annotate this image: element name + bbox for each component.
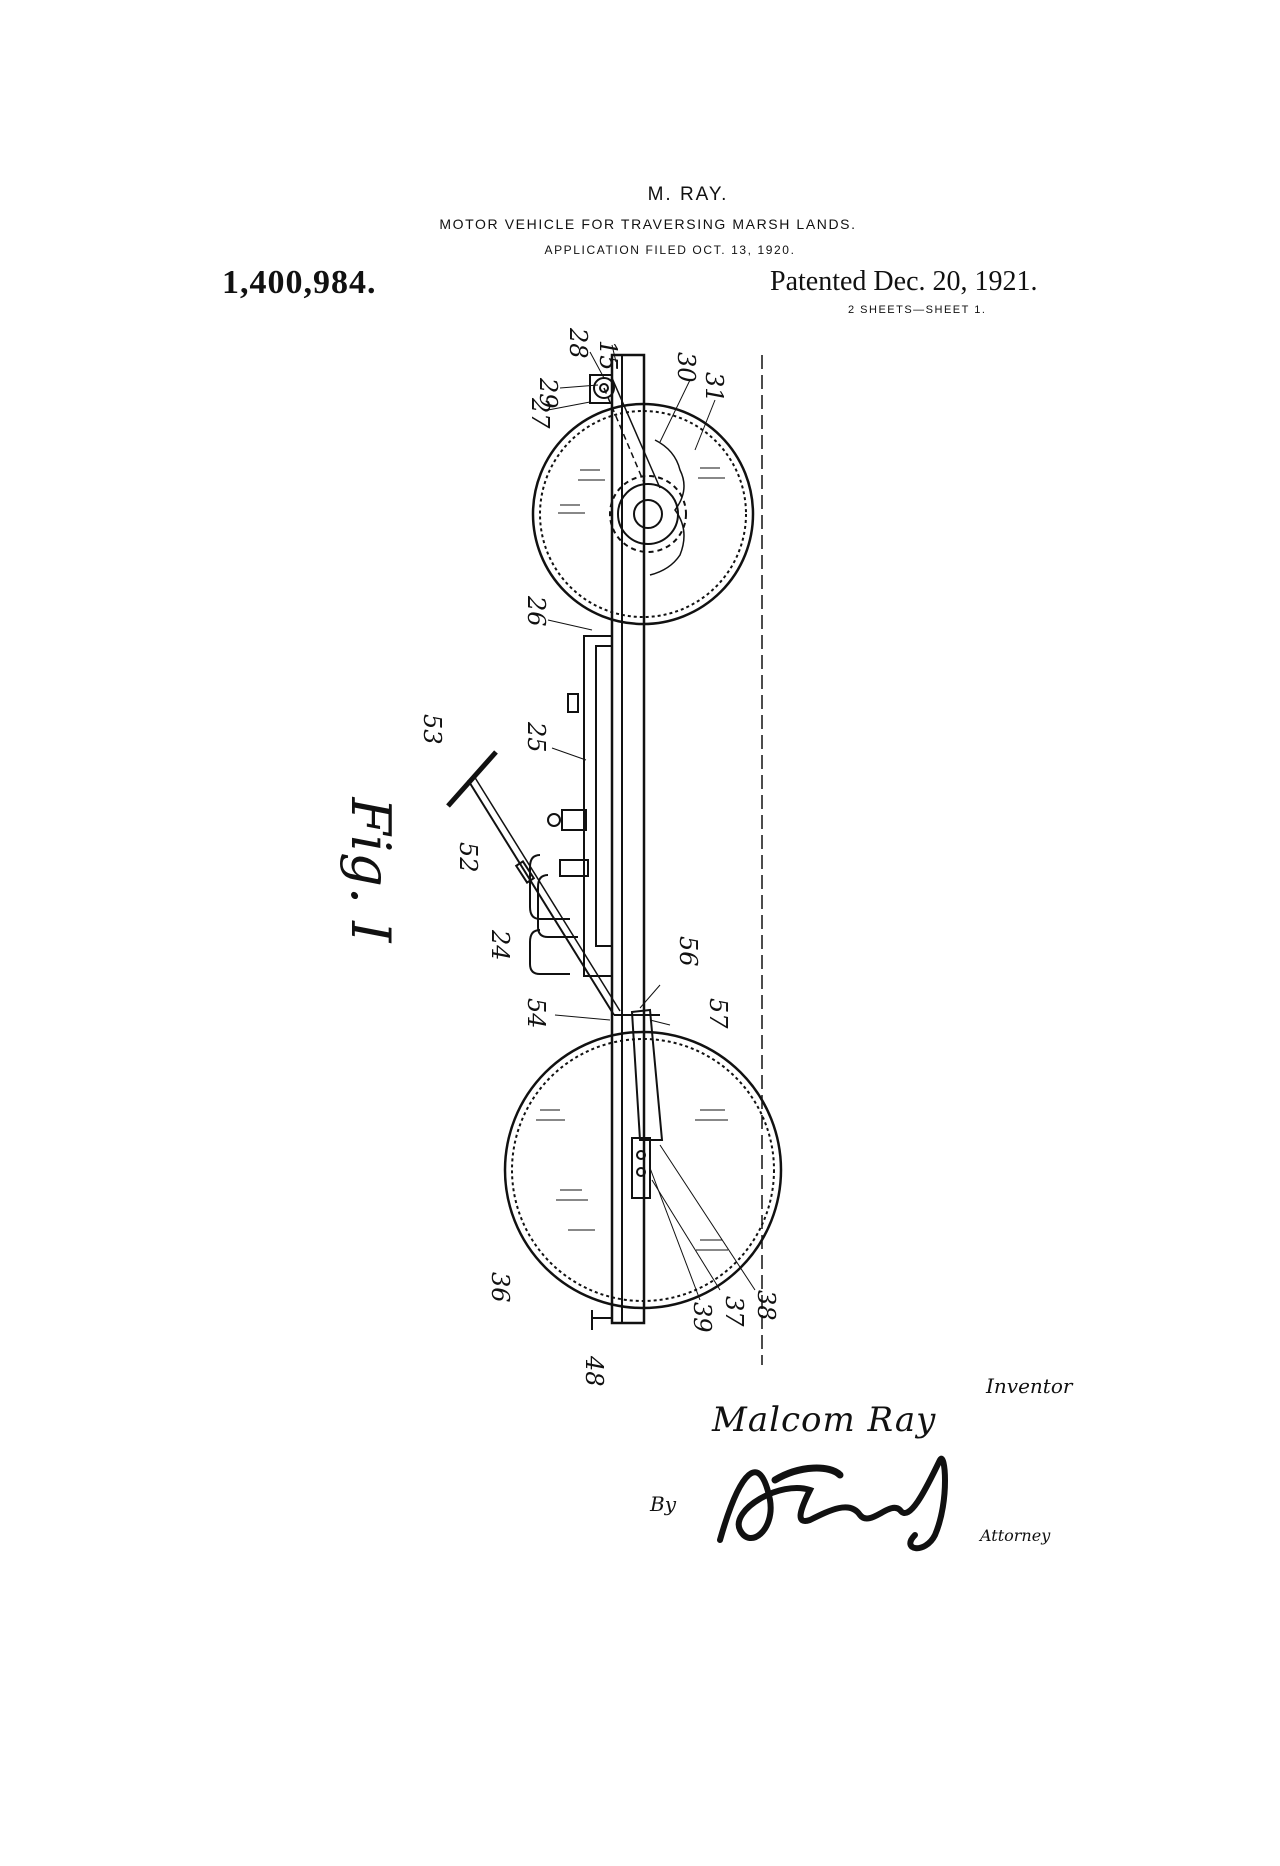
ref-26: 26 <box>522 595 550 627</box>
ref-37: 37 <box>720 1296 748 1327</box>
inventor-header: M. RAY. <box>647 184 729 205</box>
patent-number: 1,400,984. <box>222 264 377 301</box>
ref-29: 29 <box>534 377 562 409</box>
ref-15: 15 <box>594 340 622 371</box>
ref-54: 54 <box>522 998 550 1029</box>
ref-30: 30 <box>672 352 700 383</box>
svg-text:Fig. I: Fig. I <box>339 797 402 945</box>
inventor-signature: Malcom Ray <box>712 1400 937 1440</box>
ref-25: 25 <box>522 721 550 753</box>
ref-56: 56 <box>674 936 702 967</box>
attorney-caption: Attorney <box>980 1526 1051 1545</box>
ref-27: 27 <box>526 397 554 429</box>
attorney-signature <box>717 1455 948 1552</box>
patent-title: MOTOR VEHICLE FOR TRAVERSING MARSH LANDS… <box>439 216 857 232</box>
ref-39: 39 <box>688 1302 716 1333</box>
application-filed: APPLICATION FILED OCT. 13, 1920. <box>544 243 796 257</box>
inventor-caption: Inventor <box>986 1374 1073 1398</box>
ref-31: 31 <box>700 372 728 403</box>
ref-53: 53 <box>418 714 446 745</box>
patented-date: Patented Dec. 20, 1921. <box>770 266 1038 297</box>
ref-52: 52 <box>454 842 482 873</box>
ref-28: 28 <box>564 327 592 359</box>
ref-48: 48 <box>580 1355 608 1387</box>
ref-38: 38 <box>752 1290 780 1321</box>
figure-label: Fig. I <box>339 797 402 945</box>
ref-36: 36 <box>486 1272 514 1303</box>
reference-numerals: 15 28 29 27 30 31 26 25 53 52 24 56 57 5… <box>418 327 780 1387</box>
ref-24: 24 <box>486 929 514 961</box>
sheet-count: 2 SHEETS—SHEET 1. <box>848 304 987 316</box>
by-caption: By <box>650 1492 676 1516</box>
ref-57: 57 <box>704 998 732 1029</box>
